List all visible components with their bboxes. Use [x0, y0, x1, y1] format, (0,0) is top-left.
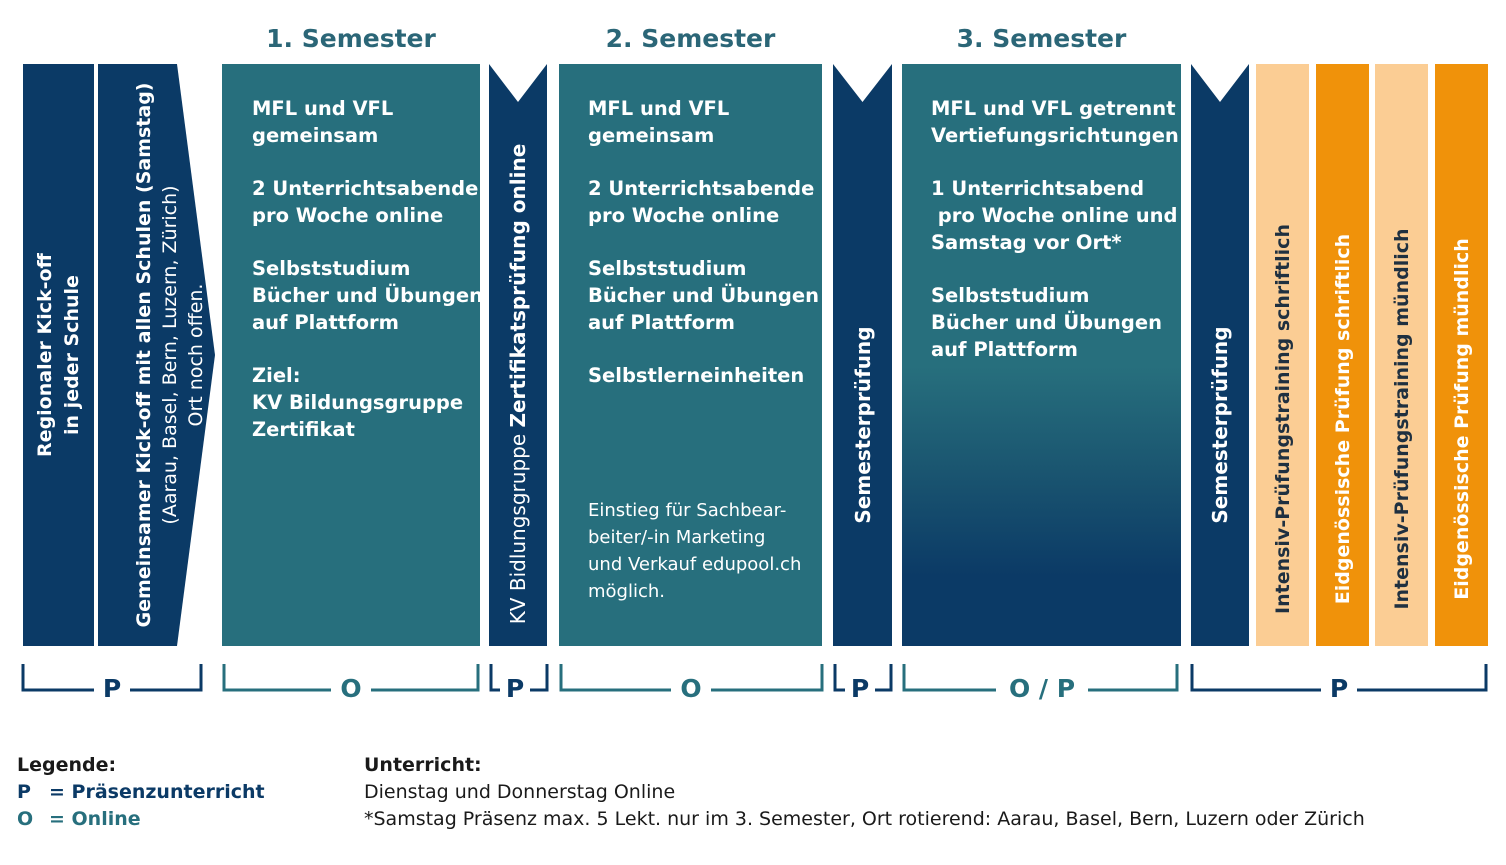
- bracket-label-p-4: P: [1321, 674, 1357, 703]
- s2-line: MFL und VFL: [588, 97, 730, 120]
- s3-line: Bücher und Übungen: [931, 311, 1162, 334]
- eidg-pruefung-schriftlich-column: Eidgenössische Prüfung schriftlich: [1316, 64, 1369, 646]
- zertifikat-normal: KV Bidlungsgruppe: [506, 427, 530, 625]
- s1-line: Zertifikat: [252, 418, 355, 441]
- s2-line: Selbstlerneinheiten: [588, 364, 805, 387]
- notch-shape: [1191, 64, 1249, 646]
- s2-note-line: möglich.: [588, 581, 666, 602]
- notch-shape: [833, 64, 892, 646]
- common-kickoff-line-3: Ort noch offen.: [185, 283, 207, 427]
- common-kickoff-line-1: Gemeinsamer Kick-off mit allen Schulen (…: [133, 82, 155, 628]
- intensiv-training-muendlich-column: Intensiv-Prüfungstraining mündlich: [1375, 64, 1428, 646]
- common-kickoff-text: Gemeinsamer Kick-off mit allen Schulen (…: [131, 83, 209, 628]
- s3-line: pro Woche online und: [931, 204, 1178, 227]
- s2-line: auf Plattform: [588, 311, 735, 334]
- s1-line: gemeinsam: [252, 124, 379, 147]
- legend-p-desc: = Präsenzunterricht: [49, 781, 265, 803]
- s1-line: auf Plattform: [252, 311, 399, 334]
- regional-kickoff-text: Regionaler Kick-off in jeder Schule: [32, 253, 86, 457]
- s3-line: Selbststudium: [931, 284, 1090, 307]
- notch-shape: [489, 64, 547, 646]
- regional-kickoff-column: Regionaler Kick-off in jeder Schule: [23, 64, 94, 646]
- semester-exam-column-2: Semesterprüfung: [1191, 64, 1249, 646]
- bracket-label-o-1: O: [331, 674, 371, 703]
- s3-line: MFL und VFL getrennt: [931, 97, 1176, 120]
- s3-line: Vertiefungsrichtungen: [931, 124, 1179, 147]
- semester-1-content: MFL und VFL gemeinsam 2 Unterrichtsabende…: [252, 95, 483, 469]
- semester-2-content: MFL und VFL gemeinsam 2 Unterrichtsabende…: [588, 95, 819, 415]
- legend-o-key: O: [17, 808, 34, 830]
- semester-exam-text-1: Semesterprüfung: [850, 326, 875, 524]
- s1-line: MFL und VFL: [252, 97, 394, 120]
- eidg-pruefung-muendlich-column: Eidgenössische Prüfung mündlich: [1435, 64, 1488, 646]
- s2-note-line: und Verkauf edupool.ch: [588, 554, 802, 575]
- s2-line: Selbststudium: [588, 257, 747, 280]
- zertifikat-bold: Zertifikatsprüfung online: [506, 143, 530, 428]
- legend-o-row: O = Online: [17, 806, 265, 833]
- s2-note-line: Einstieg für Sachbear-: [588, 500, 787, 521]
- intensiv-training-muendlich-text: Intensiv-Prüfungstraining mündlich: [1390, 228, 1413, 610]
- common-kickoff-line-2: (Aarau, Basel, Bern, Luzern, Zürich): [159, 185, 181, 525]
- semester-2-note: Einstieg für Sachbear- beiter/-in Market…: [588, 497, 801, 605]
- unterricht-line-1: Dienstag und Donnerstag Online: [364, 781, 676, 803]
- bracket-label-p-1: P: [94, 674, 130, 703]
- semester-1-block: MFL und VFL gemeinsam 2 Unterrichtsabende…: [222, 64, 483, 646]
- s2-line: Bücher und Übungen: [588, 284, 819, 307]
- s2-line: gemeinsam: [588, 124, 715, 147]
- semester-2-block: MFL und VFL gemeinsam 2 Unterrichtsabende…: [559, 64, 822, 646]
- legend-title: Legende:: [17, 754, 117, 776]
- semester-exam-text-2: Semesterprüfung: [1208, 326, 1232, 524]
- s2-line: pro Woche online: [588, 204, 780, 227]
- semester-2-title: 2. Semester: [605, 24, 776, 53]
- s3-line: Samstag vor Ort*: [931, 231, 1122, 254]
- zertifikat-exam-column: KV Bidlungsgruppe Zertifikatsprüfung onl…: [489, 64, 547, 646]
- s1-line: 2 Unterrichtsabende: [252, 177, 479, 200]
- semester-1-title: 1. Semester: [266, 24, 436, 53]
- s1-line: KV Bildungsgruppe: [252, 391, 464, 414]
- brackets-layer: [21, 664, 1488, 692]
- s1-line: Selbststudium: [252, 257, 411, 280]
- eidg-pruefung-schriftlich-text: Eidgenössische Prüfung schriftlich: [1331, 233, 1354, 605]
- zertifikat-exam-text: KV Bidlungsgruppe Zertifikatsprüfung onl…: [506, 144, 530, 625]
- s1-line: Ziel:: [252, 364, 301, 387]
- regional-kickoff-line-2: in jeder Schule: [60, 275, 83, 435]
- eidg-pruefung-muendlich-text: Eidgenössische Prüfung mündlich: [1450, 238, 1473, 600]
- legend-o-desc: = Online: [49, 808, 141, 830]
- bracket-label-p-3: P: [845, 674, 875, 703]
- s3-line: 1 Unterrichtsabend: [931, 177, 1145, 200]
- semester-exam-column-1: Semesterprüfung: [833, 64, 892, 646]
- bracket-label-p-2: P: [500, 674, 530, 703]
- legend-p-key: P: [17, 781, 31, 803]
- unterricht-line-2: *Samstag Präsenz max. 5 Lekt. nur im 3. …: [364, 808, 1365, 830]
- common-kickoff-arrow: Gemeinsamer Kick-off mit allen Schulen (…: [98, 64, 215, 646]
- legend-p-row: P = Präsenzunterricht: [17, 779, 265, 806]
- s1-line: pro Woche online: [252, 204, 444, 227]
- bracket-label-op: O / P: [996, 674, 1088, 703]
- unterricht-title: Unterricht:: [364, 754, 482, 776]
- intensiv-training-schriftlich-text: Intensiv-Prüfungstraining schriftlich: [1271, 224, 1294, 614]
- legend: Legende: P = Präsenzunterricht O = Online: [17, 752, 265, 833]
- arrow-shape: [98, 64, 215, 646]
- s2-line: 2 Unterrichtsabende: [588, 177, 815, 200]
- intensiv-training-schriftlich-column: Intensiv-Prüfungstraining schriftlich: [1256, 64, 1309, 646]
- unterricht-info: Unterricht: Dienstag und Donnerstag Onli…: [364, 752, 1365, 833]
- s3-line: auf Plattform: [931, 338, 1078, 361]
- bracket-label-o-2: O: [671, 674, 711, 703]
- s2-note-line: beiter/-in Marketing: [588, 527, 766, 548]
- s1-line: Bücher und Übungen: [252, 284, 483, 307]
- semester-3-title: 3. Semester: [956, 24, 1127, 53]
- regional-kickoff-line-1: Regionaler Kick-off: [33, 253, 56, 457]
